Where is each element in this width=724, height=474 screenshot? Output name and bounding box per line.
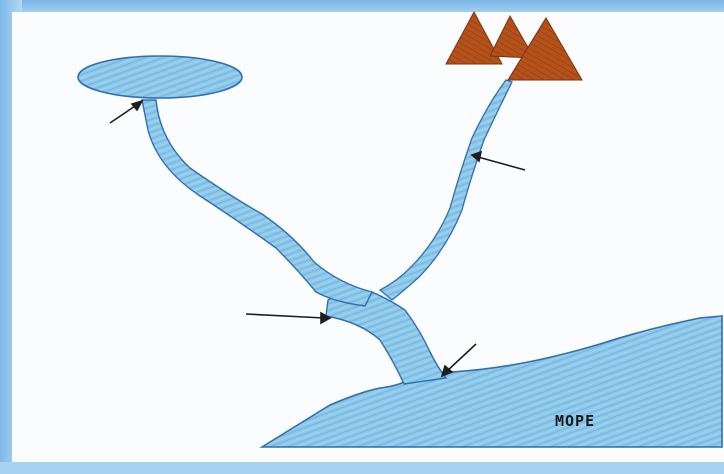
pointer-arrow-main-channel xyxy=(246,313,330,323)
river-main-channel xyxy=(326,292,446,384)
pointer-arrow-right-tributary xyxy=(472,152,525,170)
sea-shape xyxy=(262,316,722,447)
sea-label: МОРЕ xyxy=(555,412,595,430)
pointer-arrow-lake xyxy=(110,101,142,123)
mountain-peaks xyxy=(446,12,582,80)
river-tributary-right xyxy=(380,80,512,300)
river-tributary-left xyxy=(142,100,372,306)
lake-source xyxy=(78,56,242,98)
